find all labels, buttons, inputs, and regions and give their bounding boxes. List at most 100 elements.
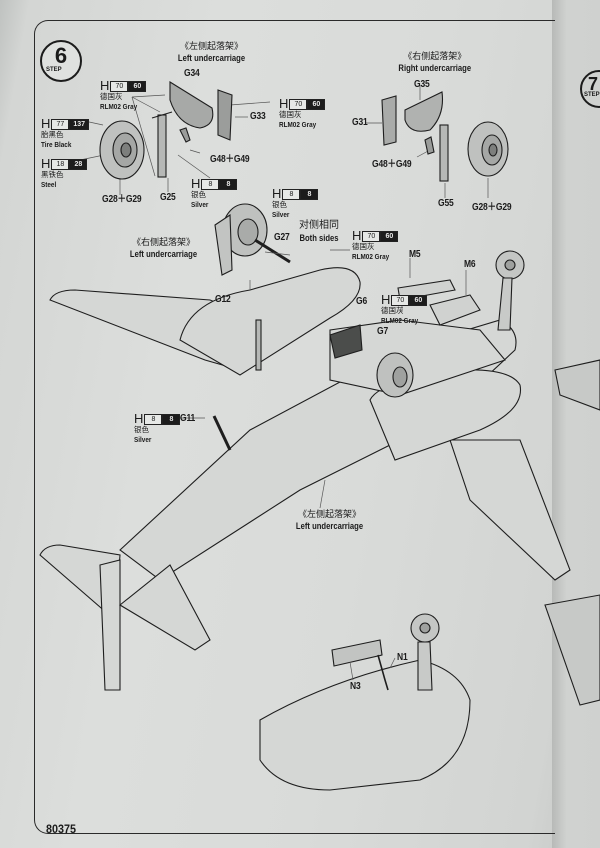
paint-name-cn: 银色 [191,190,206,199]
paint-code-primary: 8 [201,178,220,190]
right-strut-g55-drawing [424,124,449,182]
paint-name-en: RLM02 Gray [381,316,419,325]
section-title-left-undercarriage-mid: 《右侧起落架》 Left undercarriage [124,236,203,260]
left-wheel-drawing [99,120,145,180]
paint-h-mark: H [279,96,289,111]
left-door-g33-drawing [217,89,233,141]
part-label-g34: G34 [184,68,200,79]
bottom-assembly-drawing [259,613,471,791]
paint-h-mark: H [381,292,391,307]
part-label-g12: G12 [215,294,231,305]
part-label-g33: G33 [250,111,266,122]
left-strut-g25-drawing [151,111,191,178]
paint-code-primary: 8 [144,413,163,425]
both-sides-cn: 对侧相同 [299,220,339,231]
section-title-cn: 《左侧起落架》 [180,41,244,51]
both-sides-en: Both sides [299,233,339,243]
paint-name-en: Silver [272,210,290,219]
paint-code-secondary: 60 [409,294,428,306]
part-label-g28-g29-left: G28＋G29 [102,194,142,205]
step-frame [34,20,555,834]
door-m6-drawing [429,294,481,326]
part-g11-drawing [212,415,232,451]
paint-name-en: Silver [134,435,152,444]
step-word: STEP [46,67,62,73]
paint-code-secondary: 60 [128,80,147,92]
part-label-m6: M6 [464,259,476,270]
section-title-left-undercarriage-bottom: 《左侧起落架》 Left undercarriage [290,508,369,532]
paint-h-mark: H [100,78,110,93]
step-badge: 6 STEP [40,40,82,82]
vertical-fin [99,559,121,691]
section-title-cn: 《右侧起落架》 [403,51,467,61]
next-step-number: 7 [588,74,599,94]
leader-lines-bottom [172,249,467,681]
part-label-m5: M5 [409,249,421,260]
paint-code-primary: 70 [362,230,381,242]
left-engine-nacelle [179,267,361,376]
kit-number: 80375 [46,822,77,836]
paint-name-en: RLM02 Gray [100,102,138,111]
paint-h-mark: H [191,176,201,191]
part-label-g28-g29-right: G28＋G29 [472,202,512,213]
section-title-left-undercarriage-top: 《左侧起落架》 Left undercarriage [172,40,251,64]
center-section [329,319,506,396]
paint-code-secondary: 60 [307,98,326,110]
paint-h-mark: H [41,116,51,131]
left-door-g34-drawing [169,81,214,129]
both-sides-note: 对侧相同 Both sides [296,220,342,244]
next-step-word: STEP [584,92,600,98]
right-wing [449,439,571,581]
paint-code-primary: 8 [282,188,301,200]
right-door-g31-drawing [381,95,397,146]
paint-h-mark: H [272,186,282,201]
paint-name-cn: 银色 [134,425,149,434]
aircraft-drawing [39,267,571,691]
right-wheel-drawing [467,121,509,177]
section-title-en: Left undercarriage [177,53,246,63]
paint-code-secondary: 8 [219,178,238,190]
section-title-en: Left undercarriage [295,521,364,531]
paint-code-secondary: 28 [69,158,88,170]
paint-name-cn: 胎黑色 [41,130,64,139]
paint-name-en: Steel [41,180,57,189]
paint-name-cn: 德国灰 [279,110,302,119]
paint-name-en: RLM02 Gray [279,120,317,129]
part-label-g35: G35 [414,79,430,90]
paint-name-en: Silver [191,200,209,209]
paint-h-mark: H [41,156,51,171]
paint-code-primary: 77 [51,118,70,130]
paint-code-secondary: 8 [300,188,319,200]
mid-wheel-assembly-drawing [214,203,291,276]
part-label-n3: N3 [350,681,361,692]
center-wheel-drawing [376,352,414,398]
part-label-g11: G11 [180,413,196,424]
nose-wheel-top-right [495,250,525,331]
section-title-en: Left undercarriage [129,249,198,259]
part-label-g6: G6 [356,296,368,307]
paint-code-primary: 70 [110,80,129,92]
right-edge-parts [544,359,600,706]
left-tailplane [39,544,121,622]
paint-name-cn: 德国灰 [100,92,123,101]
part-label-g25: G25 [160,192,176,203]
paint-name-cn: 德国灰 [381,306,404,315]
paint-name-en: RLM02 Gray [352,252,390,261]
section-title-en: Right undercarriage [398,63,472,73]
part-label-g7: G7 [377,326,389,337]
right-door-g35-drawing [404,91,444,132]
right-tailplane [119,564,211,651]
part-g12-drawing [255,319,262,371]
paint-name-cn: 德国灰 [352,242,375,251]
part-label-g55: G55 [438,198,454,209]
paint-code-secondary: 60 [380,230,399,242]
